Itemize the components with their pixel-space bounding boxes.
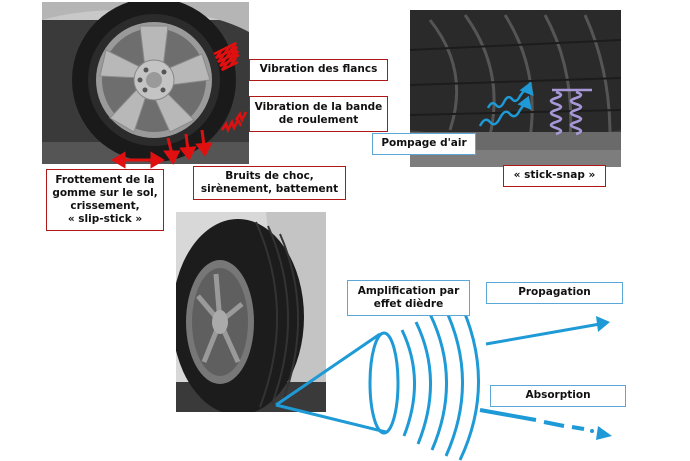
label-vibration-bande-line1: Vibration de la bande <box>254 100 383 113</box>
label-frottement-line4: « slip-stick » <box>67 213 143 226</box>
label-pompage-air-text: Pompage d'air <box>381 137 467 150</box>
label-amplification: Amplification par effet dièdre <box>347 280 470 316</box>
label-frottement-line3: crissement, <box>70 200 140 212</box>
label-frottement-line2: gomme sur le sol, <box>52 186 158 199</box>
red-vibration-marks <box>213 41 248 134</box>
label-propagation-text: Propagation <box>518 286 591 299</box>
label-amplification-line2: effet dièdre <box>373 298 444 310</box>
label-vibration-bande-line2: de roulement <box>278 114 359 126</box>
label-stick-snap: « stick-snap » <box>503 165 606 187</box>
mounted-tire-photo <box>176 212 326 412</box>
sound-wave-arcs <box>400 297 480 461</box>
propagation-arrow-icon <box>485 316 610 346</box>
label-bruits-choc-line2: sirènement, battement <box>200 183 339 195</box>
label-stick-snap-text: « stick-snap » <box>513 169 596 182</box>
red-impact-arrows <box>111 129 213 169</box>
absorption-arrow-icon <box>479 408 612 440</box>
label-amplification-line1: Amplification par <box>357 284 460 297</box>
label-propagation: Propagation <box>486 282 623 304</box>
label-frottement-line1: Frottement de la <box>55 173 155 186</box>
label-vibration-bande: Vibration de la bande de roulement <box>249 96 388 132</box>
label-bruits-choc: Bruits de choc, sirènement, battement <box>193 166 346 200</box>
label-absorption: Absorption <box>490 385 626 407</box>
label-bruits-choc-line1: Bruits de choc, <box>225 169 314 182</box>
blue-air-waves <box>478 81 534 127</box>
wheel-photo <box>42 2 249 164</box>
sound-cone-icon <box>275 331 400 435</box>
lilac-spring-marks <box>549 88 592 136</box>
label-vibration-flancs-text: Vibration des flancs <box>259 63 378 76</box>
label-absorption-text: Absorption <box>525 389 591 402</box>
label-vibration-flancs: Vibration des flancs <box>249 59 388 81</box>
tire-wheel-photo <box>42 2 249 164</box>
label-frottement: Frottement de la gomme sur le sol, criss… <box>46 169 164 231</box>
label-pompage-air: Pompage d'air <box>372 133 476 155</box>
tire-mounted-photo <box>176 212 326 412</box>
